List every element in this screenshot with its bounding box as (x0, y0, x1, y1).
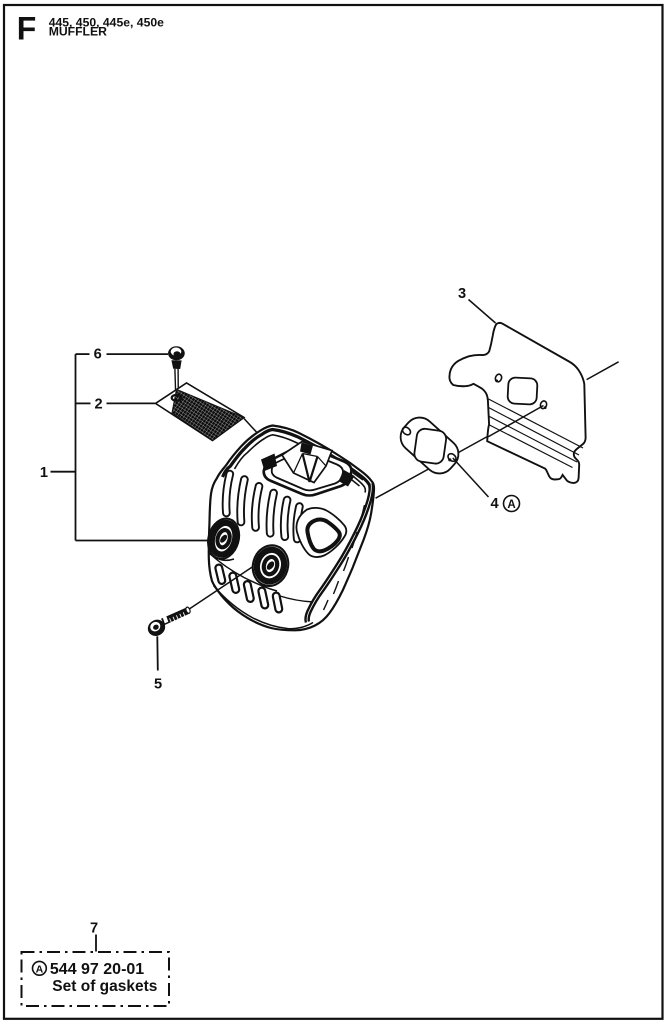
svg-text:5: 5 (154, 677, 162, 693)
svg-text:7: 7 (90, 920, 98, 936)
svg-text:MUFFLER: MUFFLER (49, 24, 107, 38)
svg-text:6: 6 (94, 346, 102, 362)
svg-text:544 97 20-01: 544 97 20-01 (50, 961, 144, 978)
svg-text:F: F (17, 11, 37, 47)
svg-text:3: 3 (458, 286, 466, 302)
svg-text:445, 450, 445e, 450e: 445, 450, 445e, 450e (49, 15, 164, 29)
svg-text:Set of gaskets: Set of gaskets (52, 978, 157, 995)
svg-text:4: 4 (490, 496, 499, 512)
svg-text:A: A (36, 963, 44, 975)
svg-text:2: 2 (94, 397, 102, 413)
svg-text:1: 1 (40, 465, 48, 481)
svg-text:A: A (507, 499, 515, 511)
